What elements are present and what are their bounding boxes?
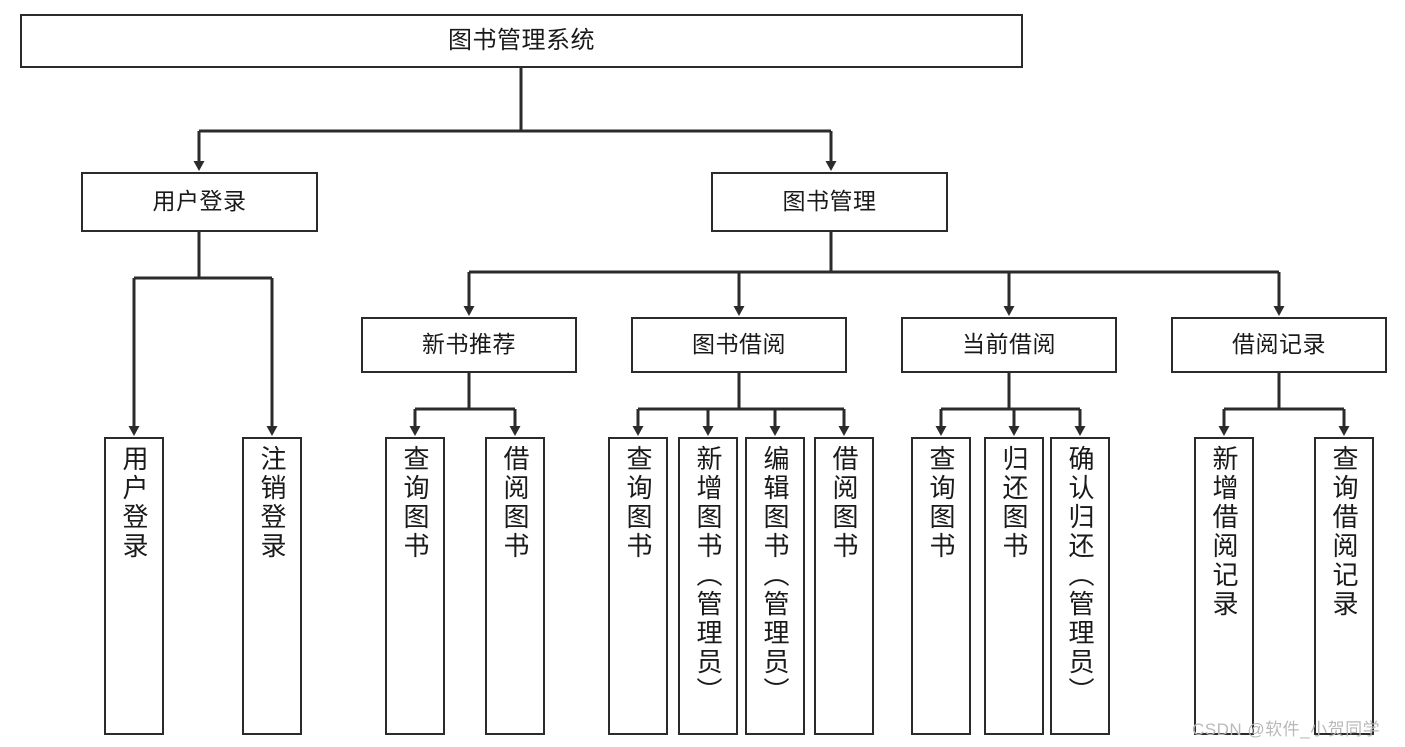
node-borrow-record[interactable]: 借阅记录	[1171, 317, 1387, 373]
node-borrow-record-label: 借阅记录	[1232, 331, 1326, 358]
node-book-borrow[interactable]: 图书借阅	[631, 317, 847, 373]
leaf-logout[interactable]: 注销登录	[242, 437, 302, 735]
node-new-book-rec[interactable]: 新书推荐	[361, 317, 577, 373]
leaf-add-record-label: 新增借阅记录	[1209, 445, 1239, 619]
node-root[interactable]: 图书管理系统	[20, 14, 1023, 68]
leaf-query-record[interactable]: 查询借阅记录	[1314, 437, 1374, 735]
leaf-query-books-rec-label: 查询图书	[400, 445, 430, 561]
leaf-query-books-borrow-label: 查询图书	[623, 445, 653, 561]
node-new-book-rec-label: 新书推荐	[422, 331, 516, 358]
node-user-login[interactable]: 用户登录	[81, 172, 318, 232]
leaf-query-books-current[interactable]: 查询图书	[911, 437, 971, 735]
leaf-add-book[interactable]: 新增图书（管理员）	[678, 437, 738, 735]
leaf-query-books-current-label: 查询图书	[926, 445, 956, 561]
leaf-user-login-label: 用户登录	[119, 445, 149, 561]
node-book-manage[interactable]: 图书管理	[711, 172, 948, 232]
leaf-query-books-borrow[interactable]: 查询图书	[608, 437, 668, 735]
watermark-text: CSDN @软件_小贺同学	[1192, 720, 1381, 739]
node-book-manage-label: 图书管理	[782, 188, 877, 215]
leaf-edit-book[interactable]: 编辑图书（管理员）	[745, 437, 805, 735]
leaf-return-book[interactable]: 归还图书	[984, 437, 1044, 735]
leaf-borrow-books-rec[interactable]: 借阅图书	[485, 437, 545, 735]
leaf-edit-book-label: 编辑图书（管理员）	[760, 445, 790, 706]
leaf-return-book-label: 归还图书	[999, 445, 1029, 561]
node-root-label: 图书管理系统	[448, 26, 595, 54]
node-book-borrow-label: 图书借阅	[692, 331, 786, 358]
leaf-user-login[interactable]: 用户登录	[104, 437, 164, 735]
leaf-add-record[interactable]: 新增借阅记录	[1194, 437, 1254, 735]
node-user-login-label: 用户登录	[152, 188, 247, 215]
leaf-query-record-label: 查询借阅记录	[1329, 445, 1359, 619]
leaf-borrow-books-rec-label: 借阅图书	[500, 445, 530, 561]
leaf-add-book-label: 新增图书（管理员）	[693, 445, 723, 706]
leaf-borrow-book-borrow[interactable]: 借阅图书	[814, 437, 874, 735]
node-current-borrow[interactable]: 当前借阅	[901, 317, 1117, 373]
leaf-query-books-rec[interactable]: 查询图书	[385, 437, 445, 735]
leaf-logout-label: 注销登录	[257, 445, 287, 561]
leaf-confirm-return[interactable]: 确认归还（管理员）	[1050, 437, 1110, 735]
node-current-borrow-label: 当前借阅	[962, 331, 1056, 358]
leaf-confirm-return-label: 确认归还（管理员）	[1065, 445, 1095, 706]
leaf-borrow-book-borrow-label: 借阅图书	[829, 445, 859, 561]
